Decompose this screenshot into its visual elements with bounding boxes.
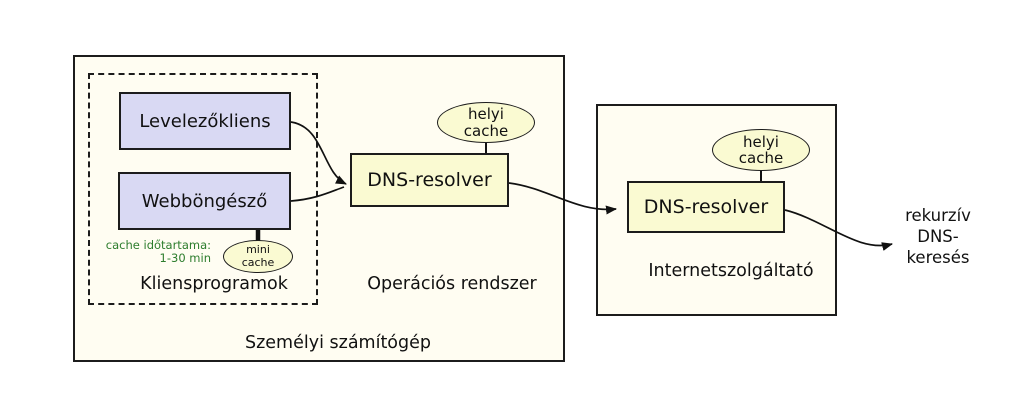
os-dns-resolver-label: DNS-resolver — [367, 169, 492, 191]
mini-cache-ellipse: mini cache — [223, 240, 293, 273]
web-browser-label: Webböngésző — [141, 190, 268, 212]
web-browser-node: Webböngésző — [118, 172, 291, 230]
isp-dns-resolver-node: DNS-resolver — [627, 181, 785, 233]
os-dns-resolver-node: DNS-resolver — [350, 153, 509, 207]
mail-client-node: Levelezőkliens — [119, 92, 291, 150]
recursive-dns-lookup-label: rekurzív DNS- keresés — [905, 206, 971, 267]
isp-local-cache-ellipse: helyi cache — [712, 129, 810, 171]
mail-client-label: Levelezőkliens — [139, 110, 271, 132]
personal-computer-label: Személyi számítógép — [244, 333, 432, 353]
operating-system-label: Operációs rendszer — [367, 274, 537, 294]
isp-label: Internetszolgáltató — [648, 261, 814, 281]
isp-dns-resolver-label: DNS-resolver — [643, 196, 769, 218]
cache-duration-note: cache időtartama: 1-30 min — [105, 238, 211, 266]
client-programs-label: Kliensprogramok — [140, 274, 288, 294]
os-local-cache-ellipse: helyi cache — [437, 102, 535, 143]
